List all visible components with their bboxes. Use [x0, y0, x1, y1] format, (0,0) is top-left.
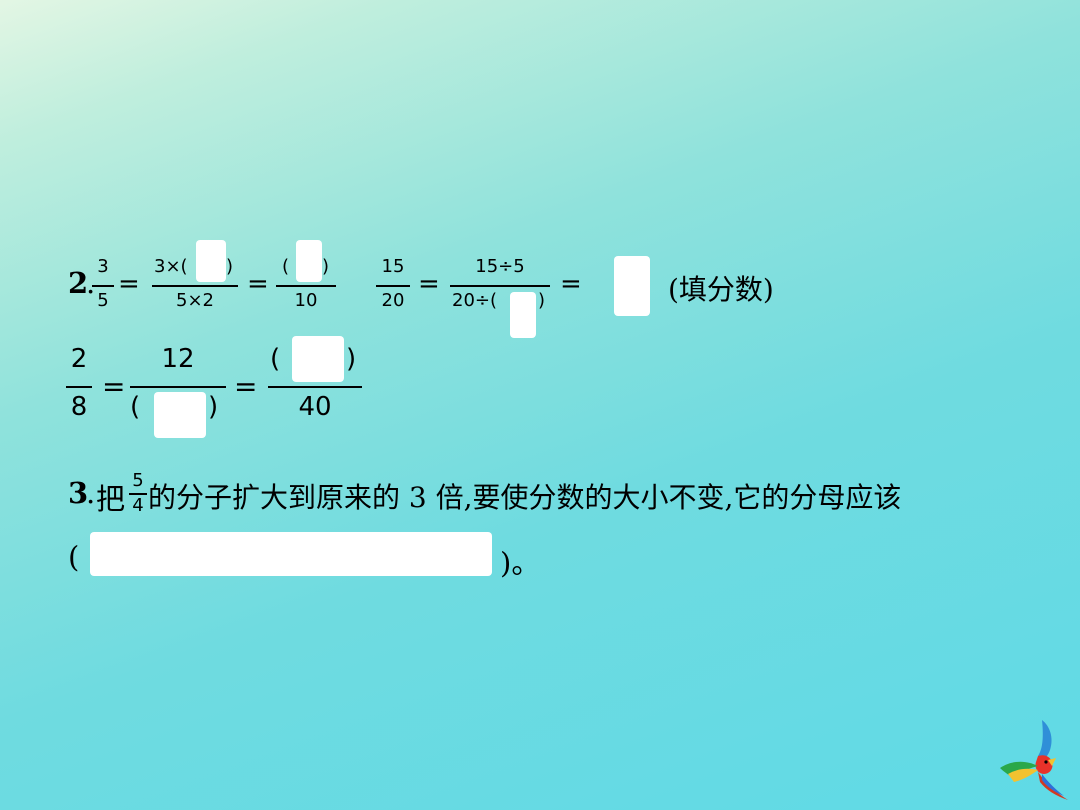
fraction-numerator-close: )	[346, 344, 357, 374]
fraction-denominator: 5	[97, 290, 109, 311]
fraction-denominator-open: (	[130, 392, 141, 422]
fraction-denominator: 40	[298, 392, 332, 422]
fraction-numerator: 15÷5	[475, 256, 525, 277]
question-3-text: 的分子扩大到原来的 3 倍,要使分数的大小不变,它的分母应该	[148, 481, 902, 514]
fraction-denominator: 10	[294, 290, 318, 311]
fraction-bar	[152, 285, 238, 287]
fraction-numerator-close: )	[226, 256, 234, 277]
equals-sign: =	[234, 370, 258, 403]
fraction-denominator-close: )	[538, 290, 546, 311]
parrot-logo-icon	[1000, 720, 1068, 800]
fill-fraction-hint: (填分数)	[668, 273, 774, 306]
fraction-bar	[92, 285, 114, 287]
fraction-2-8: 2 8	[66, 344, 92, 426]
fraction-12-over-blank: 12 ( )	[130, 344, 226, 426]
fraction-numerator-open: (	[282, 256, 290, 277]
answer-open-paren: (	[68, 540, 80, 574]
fraction-denominator: 20÷(	[452, 290, 498, 311]
fraction-blank-over-10: ( ) 10	[276, 256, 336, 318]
fraction-numerator: 15	[381, 256, 405, 277]
fraction-denominator: 20	[381, 290, 405, 311]
question-2-number: 2	[68, 266, 89, 300]
fraction-denominator-close: )	[208, 392, 219, 422]
equals-sign: =	[560, 269, 582, 299]
fraction-denominator: 4	[132, 495, 144, 516]
fraction-bar	[129, 493, 147, 495]
fraction-denominator: 8	[70, 392, 88, 422]
fraction-15div5-over-20div: 15÷5 20÷( )	[450, 256, 550, 318]
answer-blank-7[interactable]	[90, 532, 492, 576]
fraction-numerator-open: (	[270, 344, 281, 374]
answer-close-paren: )。	[500, 546, 541, 580]
answer-blank-4[interactable]	[614, 256, 650, 316]
fraction-numerator: 3	[97, 256, 109, 277]
answer-blank-1[interactable]	[196, 240, 226, 282]
answer-blank-3[interactable]	[510, 292, 536, 338]
answer-blank-6[interactable]	[292, 336, 344, 382]
fraction-3-5: 3 5	[92, 256, 114, 318]
fraction-bar	[130, 386, 226, 388]
equals-sign: =	[118, 269, 140, 299]
equals-sign: =	[247, 269, 269, 299]
answer-blank-2[interactable]	[296, 240, 322, 282]
fraction-bar	[276, 285, 336, 287]
fraction-bar	[450, 285, 550, 287]
fraction-15-20: 15 20	[376, 256, 410, 318]
fraction-3x-over-5x2: 3×( ) 5×2	[152, 256, 238, 318]
fraction-numerator-close: )	[322, 256, 330, 277]
fraction-5-4: 5 4	[129, 470, 147, 520]
fraction-bar	[66, 386, 92, 388]
fraction-numerator: 3×(	[154, 256, 188, 277]
fraction-numerator: 2	[70, 344, 88, 374]
question-3-prefix: 把	[96, 482, 126, 516]
fraction-denominator: 5×2	[176, 290, 214, 311]
equals-sign: =	[102, 370, 126, 403]
question-2-dot: .	[86, 266, 96, 300]
equals-sign: =	[418, 269, 440, 299]
question-3-number: 3	[68, 476, 89, 510]
fraction-bar	[268, 386, 362, 388]
question-3-dot: .	[86, 476, 96, 510]
fraction-blank-over-40: ( ) 40	[268, 344, 362, 426]
answer-blank-5[interactable]	[154, 392, 206, 438]
fraction-numerator: 12	[161, 344, 195, 374]
fraction-numerator: 5	[132, 470, 144, 491]
fraction-bar	[376, 285, 410, 287]
